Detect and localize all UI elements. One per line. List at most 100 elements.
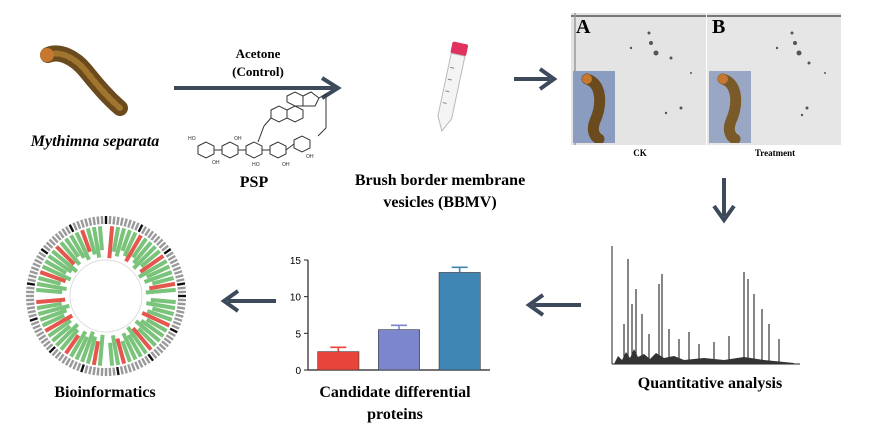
circos-track-segment — [131, 326, 153, 351]
bbmv-label-line1: Brush border membrane — [354, 172, 526, 189]
circos-outer-tick — [134, 361, 140, 370]
svg-text:OH: OH — [306, 154, 314, 160]
y-tick-label: 15 — [290, 256, 302, 267]
circos-outer-tick — [27, 309, 36, 314]
circos-outer-tick — [26, 302, 35, 306]
circos-outer-tick — [51, 348, 59, 357]
y-tick-label: 10 — [290, 293, 302, 304]
circos-outer-tick — [171, 262, 180, 268]
circos-track-segment — [132, 245, 157, 270]
arrow-to-bbmv — [174, 76, 342, 100]
circos-track-segment — [44, 259, 68, 275]
circos-outer-tick — [130, 220, 136, 230]
circos-track-segment — [74, 231, 91, 261]
arrow-to-bioinformatics — [220, 289, 276, 313]
bar-3 — [438, 272, 481, 371]
circos-outer-tick — [80, 364, 85, 373]
organism-label: Mythimna separata — [30, 133, 160, 150]
circos-track-segment — [111, 226, 121, 253]
circos-outer-tick — [61, 355, 68, 364]
circos-outer-tick — [161, 244, 169, 252]
circos-outer-tick — [68, 224, 75, 233]
circos-track-segment — [145, 264, 171, 279]
circos-track-segment — [64, 237, 81, 258]
circos-outer-tick — [172, 320, 182, 326]
circos-outer-tick — [174, 317, 183, 322]
circos-track-segment — [55, 322, 80, 347]
circos-track-segment — [120, 340, 132, 363]
circos-outer-tick — [165, 334, 174, 341]
circos-track-segment — [137, 259, 168, 279]
circos-track-segment — [80, 229, 92, 253]
circos-outer-tick — [40, 337, 49, 344]
circos-outer-tick — [30, 266, 40, 272]
circos-track-segment — [39, 270, 67, 284]
circos-outer-tick — [30, 320, 40, 326]
y-tick-label: 5 — [295, 329, 301, 340]
circos-outer-tick — [153, 235, 161, 244]
circos-bioinformatics-plot — [26, 216, 186, 376]
circos-track-segment — [59, 328, 80, 351]
circos-track-segment — [69, 330, 88, 358]
circos-outer-tick — [167, 254, 176, 262]
circos-outer-tick — [144, 355, 151, 364]
circos-outer-tick — [72, 222, 78, 231]
circos-outer-tick — [153, 348, 161, 357]
arrow-to-bar-chart — [525, 293, 581, 317]
circos-outer-tick — [29, 317, 38, 322]
circos-outer-tick — [88, 366, 93, 375]
circos-track-segment — [74, 335, 89, 361]
circos-track-segment — [47, 319, 72, 338]
circos-outer-tick — [45, 241, 54, 249]
candidate-proteins-label-line2: proteins — [367, 406, 423, 423]
circos-track-segment — [44, 313, 74, 333]
circos-outer-tick — [156, 346, 164, 354]
circos-outer-tick — [26, 286, 35, 290]
circos-track-segment — [51, 324, 72, 343]
circos-outer-tick — [130, 362, 136, 372]
candidate-proteins-bar-chart: 0 5 10 15 — [290, 256, 490, 377]
circos-track-segment — [122, 231, 138, 257]
circos-track-segment — [36, 301, 63, 311]
svg-text:HO: HO — [252, 162, 260, 168]
circos-outer-tick — [174, 270, 183, 275]
circos-track-segment — [37, 303, 70, 317]
circos-track-segment — [131, 237, 148, 259]
circos-outer-tick — [26, 282, 36, 286]
circos-outer-tick — [34, 327, 43, 334]
panel-b-label: B — [712, 16, 726, 38]
circos-track-segment — [85, 227, 97, 255]
larva-image — [40, 45, 128, 116]
circos-track-segment — [55, 245, 76, 266]
circos-track-segment — [145, 287, 176, 295]
candidate-proteins-label-line1: Candidate differential — [319, 384, 471, 401]
circos-outer-tick — [76, 362, 82, 372]
mass-spectrum-plot — [611, 246, 800, 365]
circos-outer-tick — [112, 216, 116, 225]
circos-outer-tick — [123, 218, 128, 227]
acetone-label: Acetone — [235, 46, 281, 61]
circos-track-segment — [126, 325, 148, 355]
circos-outer-tick — [176, 306, 186, 310]
circos-outer-tick — [177, 286, 186, 290]
circos-track-segment — [141, 311, 171, 328]
circos-track-segment — [64, 334, 81, 355]
circos-outer-tick — [38, 334, 47, 341]
panel-a-label: A — [576, 16, 591, 38]
bar-1 — [317, 351, 360, 371]
circos-track-segment — [97, 334, 105, 366]
y-tick-label: 0 — [295, 366, 301, 377]
circos-track-segment — [139, 249, 161, 268]
circos-outer-tick — [165, 251, 174, 258]
circos-track-segment — [47, 254, 73, 274]
circos-outer-tick — [76, 220, 82, 230]
gel-a-larva-inset — [573, 71, 615, 143]
circos-track-segment — [139, 254, 165, 274]
circos-outer-tick — [88, 217, 93, 226]
circos-outer-tick — [163, 248, 172, 255]
circos-track-segment — [51, 249, 79, 274]
circos-inner-ring — [69, 259, 143, 333]
gel-b-larva-inset — [709, 71, 751, 143]
circos-track-segment — [120, 229, 132, 252]
circos-track-segment — [110, 335, 121, 366]
